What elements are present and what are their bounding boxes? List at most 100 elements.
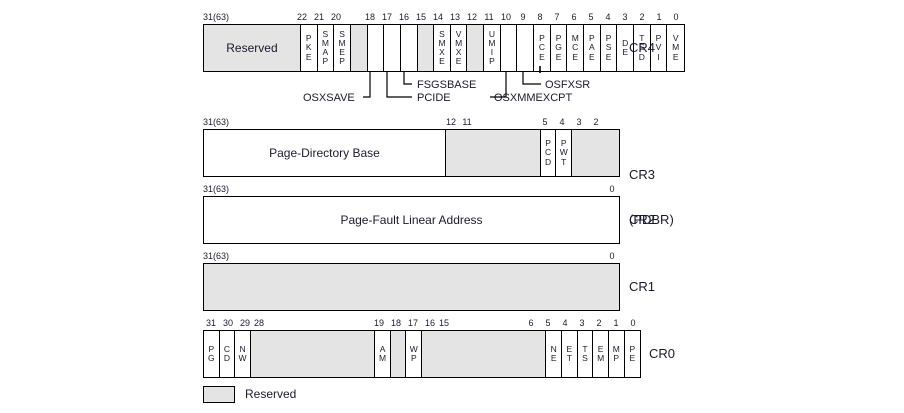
cr0-field-ts: T S (577, 331, 594, 377)
tick-3: 3 (622, 12, 628, 22)
tick-16: 16 (424, 318, 435, 328)
cr4-register-name: CR4 (629, 40, 656, 55)
cr0-nw-label: N W (238, 343, 247, 363)
cr0-pe-label: P E (629, 343, 636, 363)
tick-2: 2 (596, 318, 602, 328)
tick-22: 22 (296, 12, 307, 22)
tick-31-63: 31(63) (203, 184, 230, 194)
cr4-pce-label: P C E (538, 33, 545, 62)
cr0-field-reserved-15-6 (422, 331, 547, 377)
cr4-field-pse: P S E (600, 25, 618, 71)
cr3-name-main: CR3 (629, 167, 656, 182)
cr2-bit-field: Page-Fault Linear Address (203, 196, 620, 244)
cr0-field-reserved-17 (390, 331, 407, 377)
cr4-tsd-label: T S D (638, 33, 645, 62)
cr1-field-reserved (204, 264, 619, 310)
tick-5: 5 (542, 117, 548, 127)
tick-11: 11 (484, 12, 494, 22)
tick-21: 21 (313, 12, 324, 22)
tick-31-63: 31(63) (203, 117, 230, 127)
cr3-field-pwt: P W T (556, 130, 573, 176)
cr2-register-name: CR2 (629, 212, 656, 227)
cr4-smxe-label: S M X E (438, 28, 446, 67)
cr0-register-name: CR0 (649, 346, 676, 361)
tick-28: 28 (254, 318, 265, 328)
cr4-field-smxe: S M X E (434, 25, 451, 71)
cr4-field-umip: U M I P (484, 25, 501, 71)
cr0-bit-field: P G C D N W A M W P N E E T T S E M M P … (203, 330, 641, 378)
cr4-pae-label: P A E (589, 33, 595, 62)
cr3-name-sub: (PDBR) (629, 212, 674, 227)
cr3-field-reserved-2-0 (572, 130, 620, 176)
tick-11: 11 (462, 117, 472, 127)
tick-19: 19 (373, 318, 384, 328)
tick-18: 18 (364, 12, 375, 22)
tick-12: 12 (445, 117, 456, 127)
callout-osxsave: OSXSAVE (303, 92, 355, 104)
cr4-field-pae: P A E (584, 25, 601, 71)
tick-13: 13 (449, 12, 460, 22)
cr0-field-nw: N W (235, 331, 251, 377)
cr2-field-page-fault-linear-address: Page-Fault Linear Address (204, 197, 619, 243)
tick-10: 10 (500, 12, 511, 22)
cr0-pg-label: P G (208, 343, 215, 363)
cr0-field-wp: W P (406, 331, 423, 377)
cr1-register-name: CR1 (629, 279, 656, 294)
cr0-field-mp: M P (608, 331, 625, 377)
tick-5: 5 (545, 318, 551, 328)
cr0-field-pg: P G (204, 331, 220, 377)
tick-30: 30 (222, 318, 233, 328)
tick-0: 0 (630, 318, 636, 328)
tick-9: 9 (520, 12, 526, 22)
cr0-field-em: E M (593, 331, 609, 377)
tick-3: 3 (579, 318, 585, 328)
cr0-field-ne: N E (546, 331, 563, 377)
callout-osxmmexcpt: OSXMMEXCPT (494, 92, 573, 104)
cr4-field-pke: P K E (300, 25, 318, 71)
cr3-field-reserved-11-5 (445, 130, 541, 176)
cr4-umip-label: U M I P (488, 28, 496, 67)
cr4-field-smep: S M E P (334, 25, 351, 71)
cr2-pflinear-label: Page-Fault Linear Address (340, 213, 483, 227)
legend-reserved-swatch (203, 386, 235, 403)
tick-5: 5 (588, 12, 594, 22)
cr4-bit-field: Reserved P K E S M A P S M E P S M X E V… (203, 24, 685, 72)
cr0-em-label: E M (597, 343, 605, 363)
callout-fsgsbase: FSGSBASE (417, 79, 477, 91)
cr3-bit-field: Page-Directory Base P C D P W T (203, 129, 620, 177)
tick-6: 6 (528, 318, 534, 328)
cr3-pwt-label: P W T (559, 138, 568, 167)
cr4-pke-label: P K E (305, 33, 312, 62)
tick-6: 6 (571, 12, 577, 22)
cr4-smap-label: S M A P (321, 28, 329, 67)
tick-15: 15 (439, 318, 450, 328)
cr4-field-vmxe: V M X E (450, 25, 468, 71)
cr0-ne-label: N E (550, 343, 557, 363)
cr3-bit-ticks: 31(63) 12 11 5 4 3 2 (0, 116, 904, 128)
cr1-bit-field (203, 263, 620, 311)
cr4-field-res19 (350, 25, 368, 71)
cr0-ts-label: T S (582, 343, 588, 363)
cr4-pvi-label: P V I (655, 33, 662, 62)
cr3-pdbase-label: Page-Directory Base (269, 146, 380, 160)
cr4-de-label: D E (622, 37, 629, 57)
cr0-field-et: E T (562, 331, 578, 377)
tick-4: 4 (605, 12, 611, 22)
cr4-field-pvi: P V I (650, 25, 668, 71)
cr2-bit-ticks: 31(63) 0 (0, 183, 904, 195)
cr4-field-pge: P G E (550, 25, 568, 71)
tick-15: 15 (415, 12, 426, 22)
cr4-mce-label: M C E (571, 33, 579, 62)
cr4-field-mce: M C E (567, 25, 585, 71)
cr4-field-smap: S M A P (317, 25, 335, 71)
cr0-field-am: A M (375, 331, 391, 377)
cr4-field-de: D E (617, 25, 635, 71)
cr4-vmxe-label: V M X E (455, 28, 463, 67)
cr4-field-pce: P C E (534, 25, 551, 71)
cr4-bit-ticks: 31(63) 22 21 20 18 17 16 15 14 13 12 11 … (0, 11, 904, 23)
cr4-field-res15 (417, 25, 435, 71)
tick-4: 4 (562, 318, 568, 328)
leader-pcide (386, 72, 412, 98)
cr4-pge-label: P G E (555, 33, 562, 62)
